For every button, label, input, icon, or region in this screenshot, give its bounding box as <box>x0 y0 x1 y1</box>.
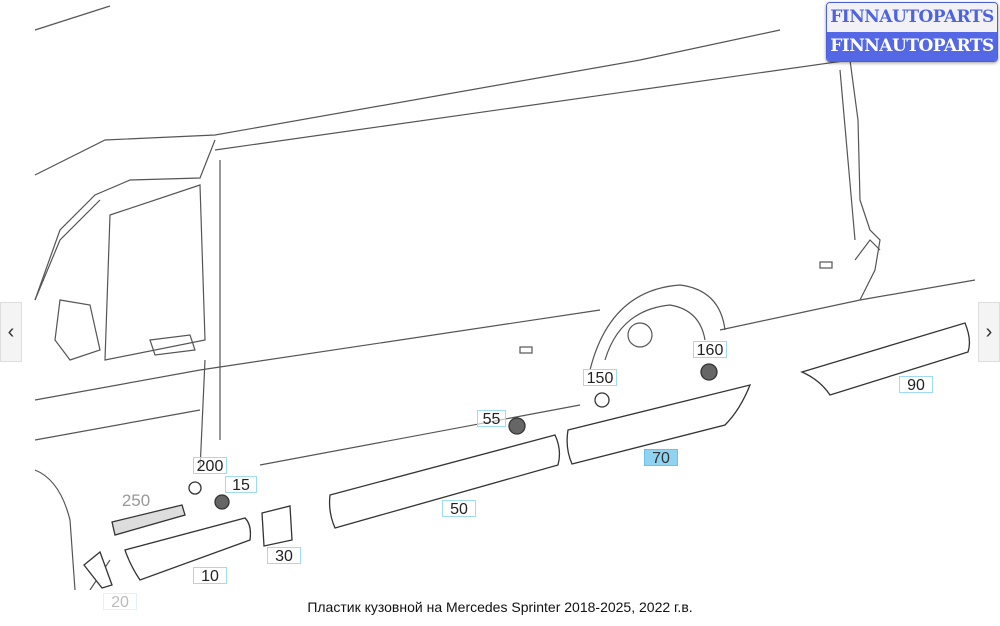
part-150-shape <box>594 392 610 408</box>
part-70-shape <box>566 384 752 465</box>
logo-line-2: FINNAUTOPARTS <box>827 32 997 61</box>
part-label-90[interactable]: 90 <box>899 376 933 394</box>
image-caption: Пластик кузовной на Mercedes Sprinter 20… <box>307 599 693 615</box>
chevron-right-icon: › <box>985 320 993 343</box>
part-label-30[interactable]: 30 <box>267 547 301 565</box>
part-15-shape <box>214 494 230 510</box>
part-label-250[interactable]: 250 <box>121 491 151 510</box>
prev-image-button[interactable]: ‹ <box>0 302 22 362</box>
part-label-55[interactable]: 55 <box>477 410 506 428</box>
part-label-70[interactable]: 70 <box>644 449 678 467</box>
part-label-150[interactable]: 150 <box>583 369 617 387</box>
part-label-20[interactable]: 20 <box>103 593 137 611</box>
parts-diagram <box>34 5 976 590</box>
part-55-shape <box>508 417 526 435</box>
part-label-10[interactable]: 10 <box>193 567 227 585</box>
part-label-160[interactable]: 160 <box>693 341 727 359</box>
part-label-50[interactable]: 50 <box>442 500 476 518</box>
chevron-left-icon: ‹ <box>7 320 15 343</box>
part-label-15[interactable]: 15 <box>225 476 257 494</box>
logo-line-1: FINNAUTOPARTS <box>827 3 997 32</box>
van-outline <box>34 5 976 590</box>
next-image-button[interactable]: › <box>978 302 1000 362</box>
part-90-shape <box>800 322 971 396</box>
part-label-200[interactable]: 200 <box>193 457 227 475</box>
part-160-shape <box>700 363 718 381</box>
part-200-shape <box>188 481 202 495</box>
finnautoparts-logo: FINNAUTOPARTS FINNAUTOPARTS <box>826 2 998 62</box>
part-10-shape <box>124 517 252 581</box>
part-30-shape <box>261 505 293 547</box>
part-20-shape <box>83 550 113 589</box>
part-50-shape <box>328 434 561 529</box>
part-250-shape <box>111 504 186 536</box>
part-shapes <box>83 322 971 589</box>
